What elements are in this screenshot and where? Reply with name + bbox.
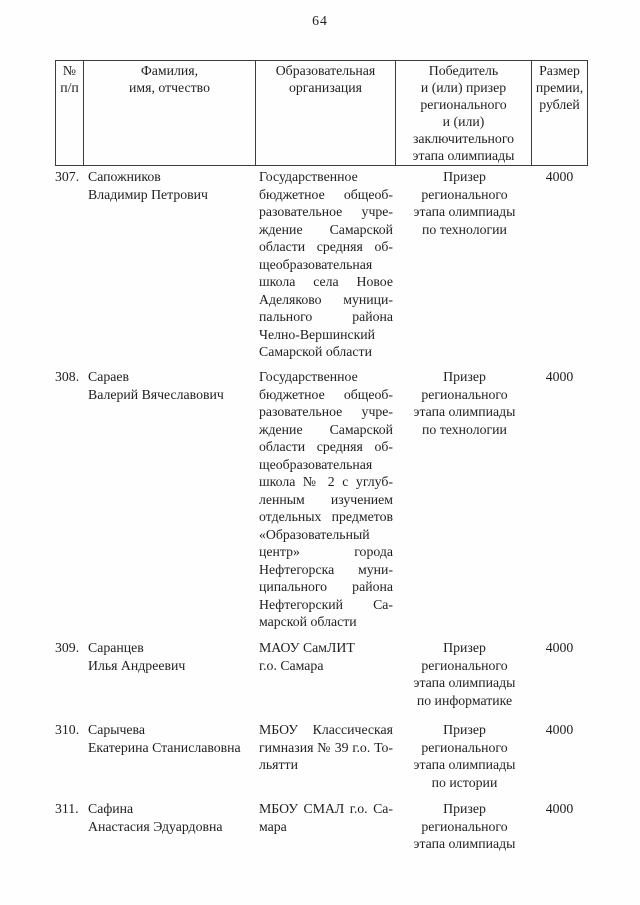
organization-line: МАОУ СамЛИТ <box>259 640 355 655</box>
person-name-line: Саранцев <box>88 640 144 655</box>
award-line: Призер <box>443 722 486 737</box>
organization-line: «Образовательный <box>259 526 370 542</box>
organization-line: гимназия № 39 г.о. То- <box>259 739 393 755</box>
organization-line: ципального района <box>259 579 393 594</box>
organization-line: Челно-Вершинский <box>259 326 376 342</box>
award-line: по технологии <box>422 221 507 237</box>
prize-amount: 4000 <box>545 640 574 655</box>
award-line: регионального <box>421 186 508 202</box>
person-name-line: Сарычева <box>88 722 146 737</box>
person-name-line: Владимир Петрович <box>88 186 208 202</box>
organization-line: мара <box>259 818 287 834</box>
organization-line: центр» города <box>259 544 393 559</box>
header-cell-number: № п/п <box>60 63 79 95</box>
row-number: 308. <box>55 369 80 384</box>
person-name-line: Илья Андреевич <box>88 657 186 673</box>
organization-line: Государственное <box>259 369 358 384</box>
organization-line: разовательное учре- <box>259 204 393 219</box>
organization-line: области средняя об- <box>259 439 393 454</box>
organization-line: г.о. Самара <box>259 657 324 673</box>
organization-line: щеобразовательная <box>259 456 373 472</box>
award-description: Призер регионального этапа олимпиады по тех… <box>397 368 532 438</box>
award-line: регионального <box>421 818 508 834</box>
person-name-line: Сафина <box>88 801 134 816</box>
organization-line: школа № 2 с углуб- <box>259 474 393 489</box>
organization-line: разовательное учре- <box>259 404 393 419</box>
organization: МБОУ Классическая гимназия № 39 г.о. То-л… <box>256 721 397 774</box>
prize-amount: 4000 <box>545 801 574 816</box>
award-line: этапа олимпиады <box>413 675 516 690</box>
award-line: регионального <box>421 386 508 402</box>
organization-line: пального района <box>259 309 393 324</box>
organization-line: бюджетное общеоб- <box>259 386 393 402</box>
prize-amount: 4000 <box>545 369 574 384</box>
award-line: этапа олимпиады <box>413 836 516 851</box>
row-number: 311. <box>55 801 79 816</box>
organization-line: МБОУ Классическая <box>259 722 393 737</box>
award-line: по истории <box>431 774 498 790</box>
header-cell-organization: Образовательная организация <box>255 61 395 165</box>
organization-line: отдельных предметов <box>259 509 393 524</box>
person-name-line: Анастасия Эдуардовна <box>88 818 223 834</box>
organization: Государственное бюджетное общеоб-разовате… <box>256 368 397 631</box>
organization-line: Аделяково муници- <box>259 291 393 307</box>
organization-line: бюджетное общеоб- <box>259 186 393 202</box>
person-name-line: Екатерина Станиславовна <box>88 739 241 755</box>
row-number: 310. <box>55 722 80 737</box>
organization: МАОУ СамЛИТ г.о. Самара <box>256 639 397 674</box>
organization-line: ждение Самарской <box>259 221 393 237</box>
prize-amount: 4000 <box>545 169 574 184</box>
award-description: Призер регионального этапа олимпиады по ист… <box>397 721 532 791</box>
organization-line: щеобразовательная <box>259 256 373 272</box>
organization-line: льятти <box>259 757 298 772</box>
header-cell-award: Победитель и (или) призер регионального … <box>395 61 531 165</box>
award-description: Призер регионального этапа олимпиады <box>397 800 532 853</box>
award-line: Призер <box>443 801 486 816</box>
person-name-line: Сапожников <box>88 169 161 184</box>
organization-line: школа села Новое <box>259 274 393 289</box>
award-line: Призер <box>443 169 486 184</box>
page-number: 64 <box>312 13 328 28</box>
award-line: этапа олимпиады <box>413 757 516 772</box>
header-cell-amount: Размер премии, рублей <box>531 61 587 165</box>
row-number: 307. <box>55 169 80 184</box>
table-header: № п/п Фамилия, имя, отчество Образовател… <box>55 60 588 166</box>
award-line: регионального <box>421 657 508 673</box>
organization-line: области средняя об- <box>259 239 393 254</box>
organization-line: МБОУ СМАЛ г.о. Са- <box>259 801 393 816</box>
organization-line: марской области <box>259 614 357 629</box>
organization: МБОУ СМАЛ г.о. Са-мара <box>256 800 397 835</box>
organization: Государственное бюджетное общеоб-разовате… <box>256 168 397 361</box>
award-line: по технологии <box>422 421 507 437</box>
award-line: Призер <box>443 369 486 384</box>
person-name-line: Валерий Вячеславович <box>88 386 224 402</box>
award-description: Призер регионального этапа олимпиады по тех… <box>397 168 532 238</box>
person-name-line: Сараев <box>88 369 129 384</box>
header-cell-name: Фамилия, имя, отчество <box>83 61 255 165</box>
organization-line: ленным изучением <box>259 491 393 507</box>
award-line: этапа олимпиады <box>413 404 516 419</box>
award-line: по информатике <box>416 692 513 708</box>
organization-line: Нефтегорский Са- <box>259 596 393 612</box>
row-number: 309. <box>55 640 80 655</box>
organization-line: Нефтегорска муни- <box>259 561 393 577</box>
organization-line: ждение Самарской <box>259 421 393 437</box>
award-line: Призер <box>443 640 486 655</box>
award-line: этапа олимпиады <box>413 204 516 219</box>
organization-line: Самарской области <box>259 344 372 359</box>
award-description: Призер регионального этапа олимпиады по инф… <box>397 639 532 709</box>
award-line: регионального <box>421 739 508 755</box>
prize-amount: 4000 <box>545 722 574 737</box>
organization-line: Государственное <box>259 169 358 184</box>
